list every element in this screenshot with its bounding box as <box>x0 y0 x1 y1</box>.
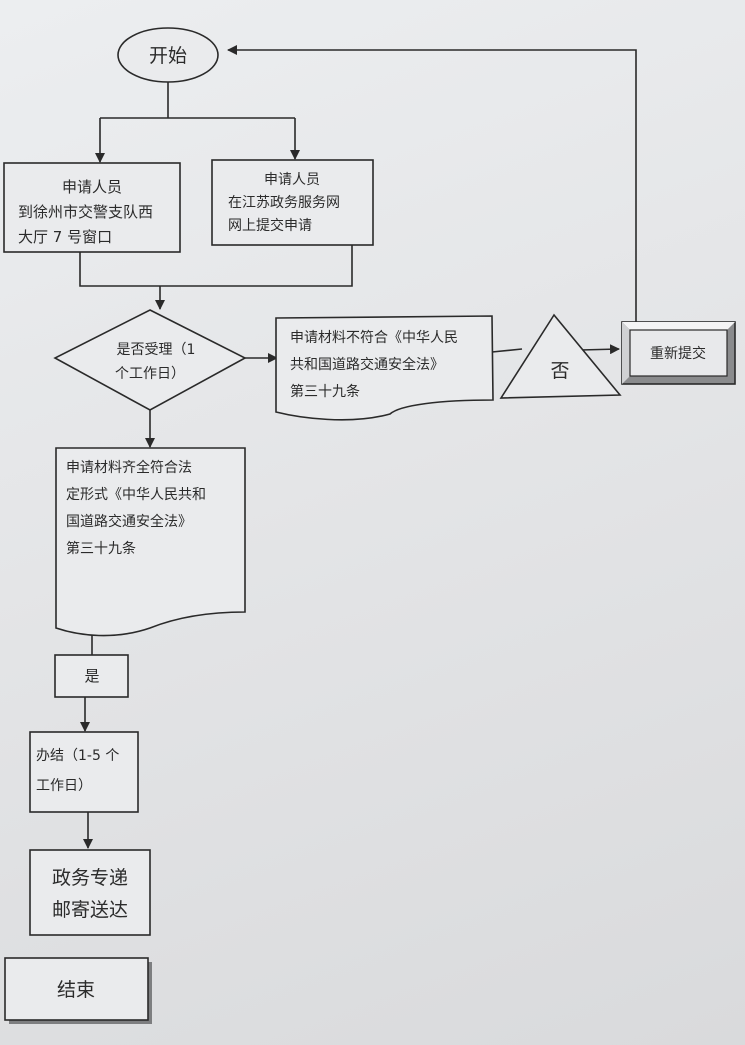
apply-online-box: 申请人员 在江苏政务服务网 网上提交申请 <box>211 159 374 246</box>
connectors <box>79 45 637 849</box>
apply-offline-box: 申请人员 到徐州市交警支队西 大厅 7 号窗口 <box>3 162 181 253</box>
svg-text:国道路交通安全法》: 国道路交通安全法》 <box>66 513 192 530</box>
svg-text:个工作日）: 个工作日） <box>115 366 185 382</box>
svg-text:政务专递: 政务专递 <box>52 867 128 889</box>
svg-text:第三十九条: 第三十九条 <box>66 540 136 557</box>
reject-document: 申请材料不符合《中华人民 共和国道路交通安全法》 第三十九条 <box>275 315 494 421</box>
delivery-box: 政务专递 邮寄送达 <box>29 849 151 936</box>
svg-text:申请材料不符合《中华人民: 申请材料不符合《中华人民 <box>290 330 458 346</box>
svg-text:申请材料齐全符合法: 申请材料齐全符合法 <box>66 459 192 476</box>
svg-text:是: 是 <box>84 667 99 685</box>
svg-text:申请人员: 申请人员 <box>264 172 320 188</box>
svg-text:网上提交申请: 网上提交申请 <box>228 217 312 234</box>
svg-text:办结（1-5 个: 办结（1-5 个 <box>36 748 119 764</box>
svg-text:第三十九条: 第三十九条 <box>290 383 360 400</box>
decision-diamond: 是否受理（1 个工作日） <box>53 309 247 411</box>
end-box: 结束 <box>4 957 152 1024</box>
svg-text:工作日）: 工作日） <box>36 778 92 794</box>
start-label: 开始 <box>149 45 187 67</box>
svg-text:在江苏政务服务网: 在江苏政务服务网 <box>228 195 340 211</box>
accept-document: 申请材料齐全符合法 定形式《中华人民共和 国道路交通安全法》 第三十九条 <box>55 447 246 637</box>
svg-text:邮寄送达: 邮寄送达 <box>52 899 128 921</box>
yes-box: 是 <box>54 654 129 698</box>
no-triangle: 否 <box>499 313 622 399</box>
svg-text:大厅 7 号窗口: 大厅 7 号窗口 <box>18 228 112 246</box>
svg-text:定形式《中华人民共和: 定形式《中华人民共和 <box>66 487 206 503</box>
resubmit-box: 重新提交 <box>621 321 736 385</box>
complete-box: 办结（1-5 个 工作日） <box>29 731 139 813</box>
svg-text:重新提交: 重新提交 <box>650 345 706 362</box>
svg-text:结束: 结束 <box>57 979 95 1001</box>
svg-text:到徐州市交警支队西: 到徐州市交警支队西 <box>18 203 153 221</box>
start-node: 开始 <box>117 27 219 83</box>
svg-text:是否受理（1: 是否受理（1 <box>117 342 196 358</box>
svg-text:申请人员: 申请人员 <box>62 178 122 196</box>
no-label: 否 <box>550 360 569 382</box>
svg-text:共和国道路交通安全法》: 共和国道路交通安全法》 <box>290 356 444 373</box>
